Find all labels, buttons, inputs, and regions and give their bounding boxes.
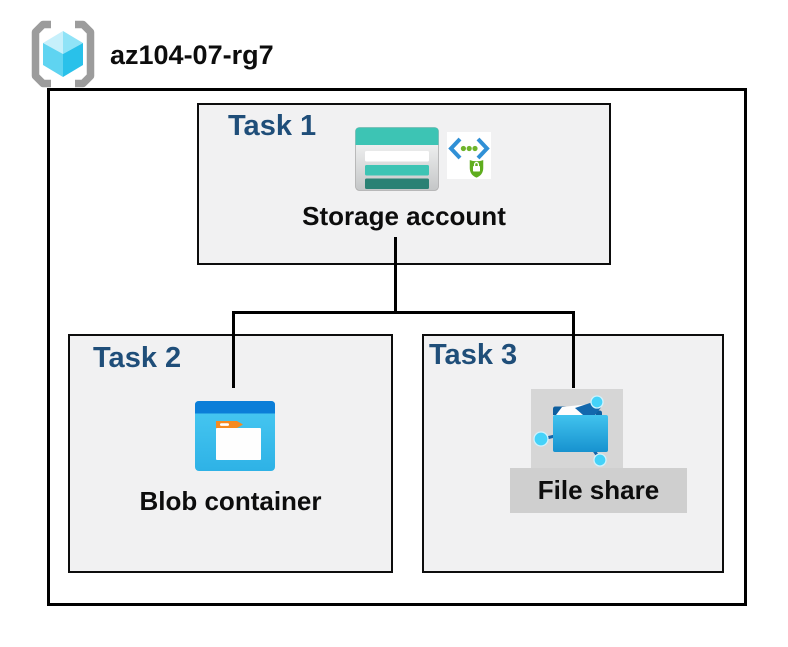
connector-to-blob: [232, 311, 235, 388]
task1-label: Task 1: [228, 110, 317, 142]
task2-label: Task 2: [93, 342, 182, 374]
task1-box: Task 1 Storage account: [197, 103, 611, 265]
connector-horizontal: [232, 311, 575, 314]
task2-box: Task 2 Blob container: [68, 334, 393, 573]
secure-access-key-icon: [447, 132, 491, 179]
task3-box: Task 3 File share: [422, 334, 724, 573]
file-share-icon: [533, 395, 608, 467]
file-share-label: File share: [510, 468, 687, 513]
connector-storage-stem: [394, 237, 397, 314]
blob-container-label: Blob container: [139, 486, 322, 516]
resource-group-name: az104-07-rg7: [110, 40, 274, 70]
resource-group-icon: [31, 20, 95, 88]
blob-container-icon: [195, 401, 275, 471]
storage-account-label: Storage account: [302, 201, 506, 231]
storage-account-icon: [355, 127, 439, 191]
connector-to-fileshare: [572, 311, 575, 388]
task3-label: Task 3: [429, 339, 518, 371]
